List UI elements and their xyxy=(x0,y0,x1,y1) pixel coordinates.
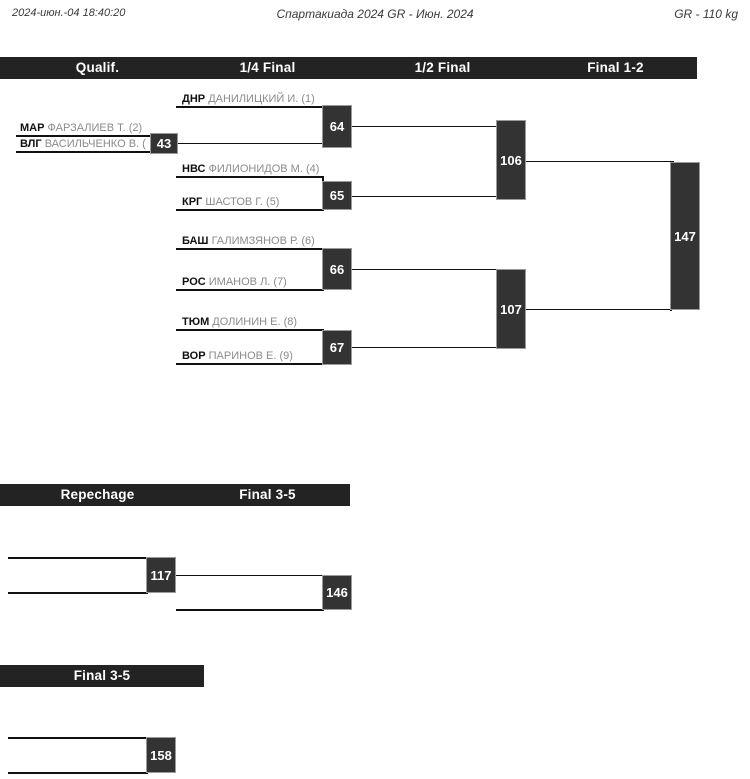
wrestler-seed: (8) xyxy=(283,316,298,328)
wrestler-seed: (7) xyxy=(273,276,287,288)
wrestler-qual-vlg[interactable]: ВЛГ ВАСИЛЬЧЕНКО В. ( xyxy=(20,138,146,150)
bracket-connector xyxy=(352,269,498,270)
bracket-line xyxy=(8,737,148,739)
round-header-repechage: Repechage xyxy=(60,487,135,502)
bout-box-qf-4[interactable]: 67 xyxy=(322,330,352,365)
bout-box-sf-1[interactable]: 106 xyxy=(496,120,526,200)
wrestler-seed: (5) xyxy=(266,196,280,208)
meta-strip: 2024-июн.-04 18:40:20 Спартакиада 2024 G… xyxy=(0,0,750,30)
team-code: БАШ xyxy=(182,235,209,247)
bracket-line xyxy=(16,151,152,153)
round-header-final-3-5-b: Final 3-5 xyxy=(73,668,131,683)
wrestler-name: ГАЛИМЗЯНОВ Р. xyxy=(211,235,299,247)
round-header-quarter: 1/4 Final xyxy=(239,60,296,75)
team-code: КРГ xyxy=(182,196,203,208)
wrestler-qf-tyum[interactable]: ТЮМ ДОЛИНИН Е. (8) xyxy=(182,316,297,328)
wrestler-qf-bash[interactable]: БАШ ГАЛИМЗЯНОВ Р. (6) xyxy=(182,235,315,247)
wrestler-name: ИМАНОВ Л. xyxy=(208,276,271,288)
bracket-line xyxy=(176,176,324,178)
round-header-qualif: Qualif. xyxy=(75,60,120,75)
event-title: Спартакиада 2024 GR - Июн. 2024 xyxy=(276,7,474,21)
wrestler-qf-dnr[interactable]: ДНР ДАНИЛИЦКИЙ И. (1) xyxy=(182,93,315,105)
team-code: ДНР xyxy=(182,93,206,105)
bout-box-qual-1[interactable]: 43 xyxy=(150,133,178,154)
round-header-final: Final 1-2 xyxy=(587,60,644,75)
wrestler-seed: (9) xyxy=(279,350,293,362)
wrestler-seed: (1) xyxy=(301,93,315,105)
bout-box-final-3-5[interactable]: 146 xyxy=(322,575,352,610)
bracket-connector xyxy=(526,161,674,162)
bout-box-qf-2[interactable]: 65 xyxy=(322,181,352,210)
bracket-line xyxy=(176,609,324,611)
wrestler-seed: (4) xyxy=(305,163,320,175)
wrestler-qf-krg[interactable]: КРГ ШАСТОВ Г. (5) xyxy=(182,196,279,208)
bout-box-final[interactable]: 147 xyxy=(670,162,700,310)
timestamp-label: 2024-июн.-04 18:40:20 xyxy=(12,7,126,19)
bout-box-final-3-5-b[interactable]: 158 xyxy=(146,737,176,773)
bout-box-qf-1[interactable]: 64 xyxy=(322,105,352,148)
round-header-final-3-5: Final 3-5 xyxy=(239,487,296,502)
bracket-line xyxy=(176,209,324,211)
wrestler-seed: (6) xyxy=(301,235,315,247)
weight-class-label: GR - 110 kg xyxy=(674,7,738,21)
bracket-connector xyxy=(176,575,324,576)
team-code: ВОР xyxy=(182,350,206,362)
bracket-connector xyxy=(352,347,498,348)
bracket-line xyxy=(176,329,324,331)
wrestler-name: ДАНИЛИЦКИЙ И. xyxy=(208,93,299,105)
bout-box-sf-2[interactable]: 107 xyxy=(496,269,526,349)
final35-header-bar: Final 3-5 xyxy=(0,665,204,687)
bracket-line xyxy=(8,592,148,594)
team-code: МАР xyxy=(20,122,45,134)
bracket-connector xyxy=(526,309,674,310)
wrestler-name: ПАРИНОВ Е. xyxy=(208,350,277,362)
team-code: РОС xyxy=(182,276,206,288)
bracket-line xyxy=(176,248,324,250)
wrestler-name: ФИЛИОНИДОВ М. xyxy=(208,163,303,175)
team-code: ВЛГ xyxy=(20,138,42,150)
bracket-connector xyxy=(352,126,498,127)
wrestler-name: ВАСИЛЬЧЕНКО В. ( xyxy=(44,138,146,150)
repechage-header-bar: Repechage Final 3-5 xyxy=(0,484,350,506)
wrestler-qf-ros[interactable]: РОС ИМАНОВ Л. (7) xyxy=(182,276,287,288)
bracket-line xyxy=(176,289,324,291)
bracket-line xyxy=(16,135,152,137)
bracket-line xyxy=(8,557,148,559)
team-code: ТЮМ xyxy=(182,316,210,328)
bout-box-qf-3[interactable]: 66 xyxy=(322,248,352,290)
bracket-line xyxy=(176,106,324,108)
team-code: НВС xyxy=(182,163,206,175)
bout-box-repechage-1[interactable]: 117 xyxy=(146,557,176,593)
wrestler-name: ДОЛИНИН Е. xyxy=(212,316,281,328)
bracket-connector xyxy=(178,143,326,144)
main-bracket-header-bar: Qualif. 1/4 Final 1/2 Final Final 1-2 xyxy=(0,57,697,79)
wrestler-name: ФАРЗАЛИЕВ Т. xyxy=(47,122,126,134)
wrestler-qf-nvs[interactable]: НВС ФИЛИОНИДОВ М. (4) xyxy=(182,163,319,175)
round-header-semi: 1/2 Final xyxy=(414,60,471,75)
bracket-line xyxy=(176,363,324,365)
bracket-line xyxy=(8,772,148,774)
wrestler-qf-vor[interactable]: ВОР ПАРИНОВ Е. (9) xyxy=(182,350,293,362)
wrestler-name: ШАСТОВ Г. xyxy=(205,196,263,208)
bracket-connector xyxy=(352,196,498,197)
wrestler-seed: (2) xyxy=(128,122,143,134)
wrestler-qual-mar[interactable]: МАР ФАРЗАЛИЕВ Т. (2) xyxy=(20,122,142,134)
